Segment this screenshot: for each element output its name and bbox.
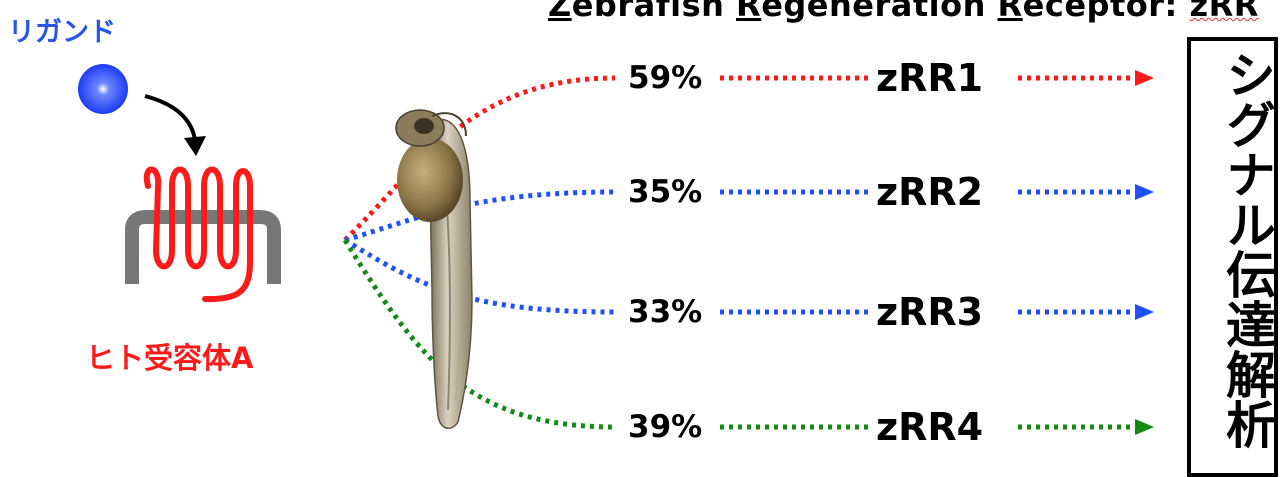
receptor-connectors xyxy=(342,75,616,430)
arrowhead-zrr1 xyxy=(1135,70,1154,86)
receptor-name-zrr2: zRR2 xyxy=(876,170,984,214)
diagram-graphics xyxy=(78,64,1154,435)
human-receptor-a-label: ヒト受容体A xyxy=(86,341,254,375)
title-part: R xyxy=(997,0,1023,24)
receptor-name-zrr3: zRR3 xyxy=(876,290,984,334)
connector-zrr4 xyxy=(342,238,616,430)
title-part: eceptor: xyxy=(1022,0,1190,24)
arrowhead-zrr4 xyxy=(1135,419,1154,435)
human-receptor-a-icon xyxy=(143,166,253,303)
title-part: ebrafish xyxy=(571,0,737,24)
identity-zrr4: 39% xyxy=(628,409,703,445)
ligand-sphere xyxy=(78,64,128,114)
receptor-name-zrr1: zRR1 xyxy=(876,56,984,100)
identity-zrr2: 35% xyxy=(628,174,703,210)
signal-transduction-analysis-box: シグナル伝達解析 xyxy=(1187,37,1278,477)
connector-zrr2 xyxy=(344,189,616,243)
title-expansion: Zebrafish Regeneration Receptor: xyxy=(548,0,1189,24)
ligand-label: リガンド xyxy=(8,17,116,48)
arrowhead-zrr2 xyxy=(1135,184,1154,200)
zebrafish-larva-image xyxy=(395,109,473,429)
diagram-title: Zebrafish Regeneration Receptor: zRR xyxy=(548,0,1259,24)
title-abbreviation: zRR xyxy=(1189,0,1259,24)
arrowhead-zrr3 xyxy=(1135,304,1154,320)
diagram: Zebrafish Regeneration Receptor: zRR リガン… xyxy=(8,0,1278,477)
binding-arrow xyxy=(144,94,206,156)
receptor-rows xyxy=(720,70,1154,435)
title-part: egeneration xyxy=(761,0,998,24)
signal-transduction-analysis-label: シグナル伝達解析 xyxy=(1218,49,1276,449)
title-part: Z xyxy=(548,0,572,24)
title-part: R xyxy=(736,0,762,24)
identity-zrr3: 33% xyxy=(628,294,703,330)
connector-zrr1 xyxy=(343,75,616,242)
identity-zrr1: 59% xyxy=(628,60,703,96)
receptor-name-zrr4: zRR4 xyxy=(876,405,984,449)
